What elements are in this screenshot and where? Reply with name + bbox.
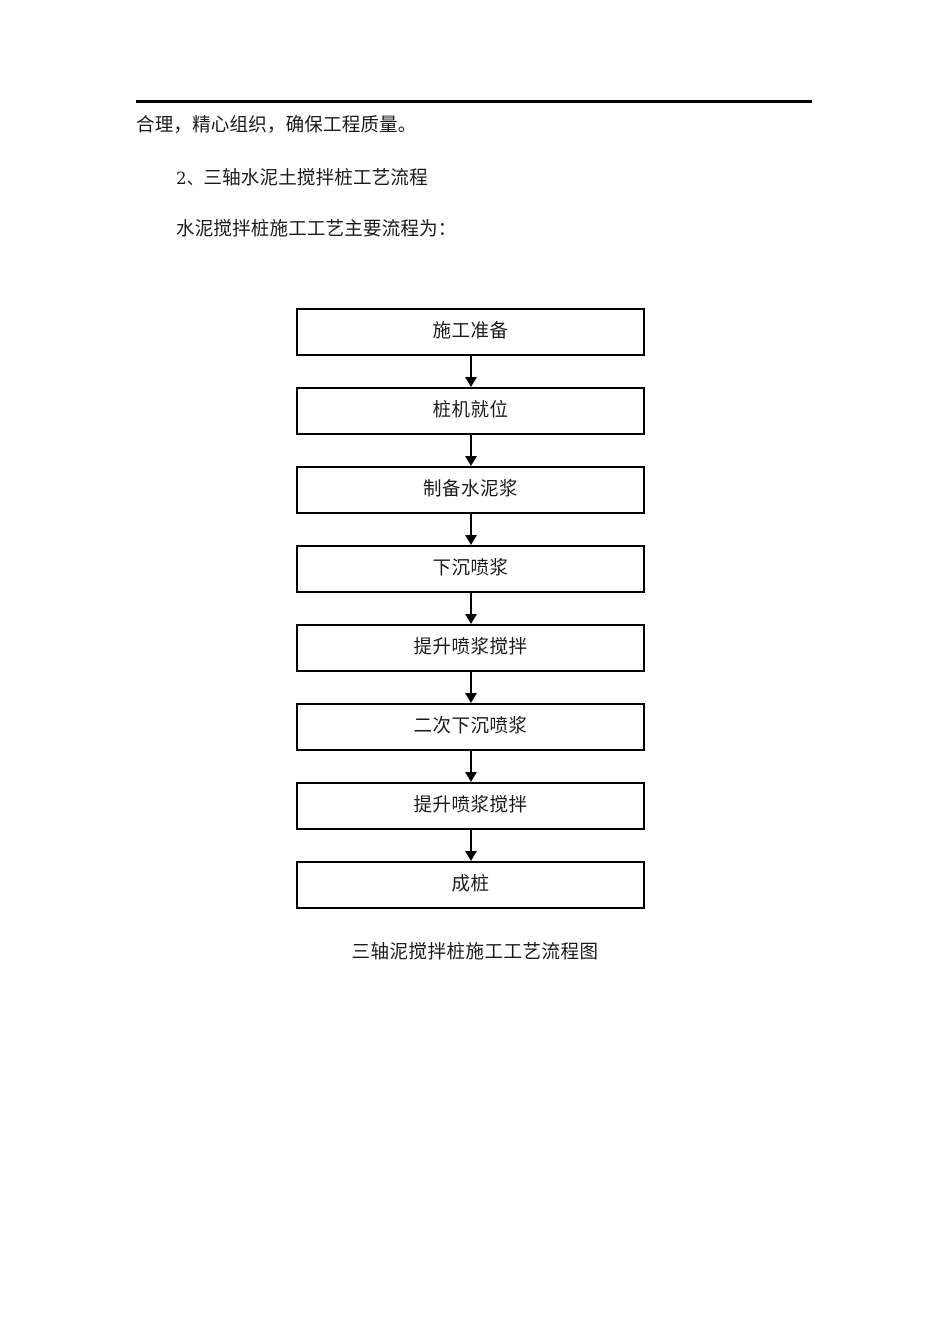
arrow-stem [469,514,472,537]
paragraph-process-intro: 水泥搅拌桩施工工艺主要流程为： [176,219,457,241]
flow-arrow-1 [296,356,645,387]
flow-node-label: 施工准备 [432,320,509,342]
section-title-text: 三轴水泥土搅拌桩工艺流程 [203,168,428,189]
paragraph-quality-statement: 合理，精心组织，确保工程质量。 [136,115,417,137]
header-rule [136,100,812,103]
down-arrow-icon [464,693,477,703]
paragraph-text: 水泥搅拌桩施工工艺主要流程为： [176,219,457,240]
down-arrow-icon [464,614,477,624]
flow-node-label: 二次下沉喷浆 [413,715,528,737]
figure-caption: 三轴泥搅拌桩施工工艺流程图 [351,942,599,963]
flow-node-label: 桩机就位 [432,399,509,421]
flow-arrow-7 [296,830,645,861]
flow-node-label: 制备水泥浆 [422,478,518,500]
arrow-stem [469,593,472,616]
arrow-stem [469,830,472,853]
flow-node-lifting-grouting-mixing-2: 提升喷浆搅拌 [296,782,645,830]
flow-node-label: 提升喷浆搅拌 [413,636,528,658]
down-arrow-icon [464,377,477,387]
flow-arrow-2 [296,435,645,466]
flow-node-label: 下沉喷浆 [432,557,509,579]
down-arrow-icon [464,772,477,782]
flow-node-cement-slurry-preparation: 制备水泥浆 [296,466,645,514]
down-arrow-icon [464,851,477,861]
flow-node-construction-preparation: 施工准备 [296,308,645,356]
flow-arrow-3 [296,514,645,545]
flow-node-sinking-grouting: 下沉喷浆 [296,545,645,593]
flow-node-second-sinking-grouting: 二次下沉喷浆 [296,703,645,751]
arrow-stem [469,751,472,774]
down-arrow-icon [464,456,477,466]
flow-node-label: 成桩 [451,873,490,895]
heading-section-2: 2、三轴水泥土搅拌桩工艺流程 [176,168,428,190]
arrow-stem [469,356,472,379]
flow-node-lifting-grouting-mixing-1: 提升喷浆搅拌 [296,624,645,672]
flow-node-pile-completion: 成桩 [296,861,645,909]
process-flowchart: 施工准备 桩机就位 制备水泥浆 下沉喷浆 提升喷浆搅拌 [296,308,645,909]
arrow-stem [469,672,472,695]
arrow-stem [469,435,472,458]
flow-arrow-6 [296,751,645,782]
paragraph-text: 合理，精心组织，确保工程质量。 [136,115,417,136]
flow-arrow-4 [296,593,645,624]
section-number: 2、 [176,169,204,188]
flow-node-label: 提升喷浆搅拌 [413,794,528,816]
flow-node-pile-machine-positioning: 桩机就位 [296,387,645,435]
down-arrow-icon [464,535,477,545]
flow-arrow-5 [296,672,645,703]
